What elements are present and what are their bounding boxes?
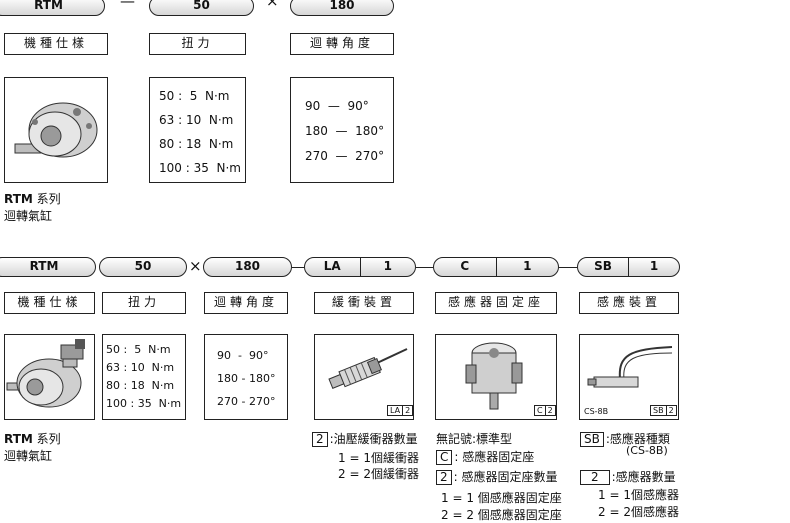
mount-note-line: 2 = 2 個感應器固定座 [441,508,562,522]
code-buffer: LA 1 [304,257,416,277]
caption-name: 迴轉氣缸 [4,209,53,223]
caption-series: RTM 系列 [4,432,61,446]
code-mount: C 1 [433,257,559,277]
angle-row: 270 — 270° [305,149,385,163]
mount-type-note: C: 感應器固定座 [436,448,534,465]
dash-separator: — [120,0,135,10]
product-image-box [4,334,95,420]
buffer-note-line: 2 = 2個緩衝器 [338,467,419,481]
code-buffer-qty: 1 [359,258,416,276]
connector-line [292,267,304,268]
code-mount-qty: 1 [495,258,559,276]
rotary-actuator-image [6,339,85,408]
torque-row: 50 : 5 N·m [106,343,171,356]
buffer-note-line: 1 = 1個緩衝器 [338,451,419,465]
angle-table-box: 90 - 90° 180 - 180° 270 - 270° [204,334,288,420]
code-sensor-type: SB [594,259,612,273]
code-mount-type: C [460,259,470,273]
label-buffer: 緩衝裝置 [314,292,414,314]
connector-line [416,267,433,268]
torque-row: 63 : 10 N·m [159,113,234,127]
torque-table-box: 50 : 5 N·m 63 : 10 N·m 80 : 18 N·m 100 :… [102,334,186,420]
sensor-model-note: (CS-8B) [626,444,668,457]
torque-row: 80 : 18 N·m [159,137,234,151]
torque-table-box: 50 : 5 N·m 63 : 10 N·m 80 : 18 N·m 100 :… [149,77,246,183]
code-torque: 50 [149,0,254,16]
connector-line [559,267,577,268]
angle-row: 90 - 90° [217,349,269,362]
code-buffer-type: LA [323,259,341,273]
code-torque: 50 [99,257,187,277]
angle-row: 90 — 90° [305,99,369,113]
label-mount: 感應器固定座 [435,292,557,314]
times-separator: × [189,257,202,275]
sensor-mount-image [465,342,523,410]
caption-series: RTM 系列 [4,192,61,206]
angle-row: 270 - 270° [217,395,276,408]
code-angle: 180 [290,0,394,16]
torque-row: 50 : 5 N·m [159,89,230,103]
torque-row: 63 : 10 N·m [106,361,175,374]
mount-qty-note: 2: 感應器固定座數量 [436,468,558,485]
mount-standard-note: 無記號:標準型 [436,432,513,446]
label-angle: 迴轉角度 [204,292,288,314]
label-torque: 扭力 [102,292,186,314]
sensor-model-label: CS-8B [584,407,609,416]
times-separator: × [266,0,279,10]
label-torque: 扭力 [149,33,246,55]
label-spec: 機種仕樣 [4,33,108,55]
angle-table-box: 90 — 90° 180 — 180° 270 — 270° [290,77,394,183]
code-sensor-qty: 1 [628,258,679,276]
label-angle: 迴轉角度 [290,33,394,55]
code-sensor: SB 1 [577,257,680,277]
angle-row: 180 — 180° [305,124,385,138]
label-spec: 機種仕樣 [4,292,95,314]
buffer-qty-note: 2:油壓緩衝器數量 [312,430,418,447]
angle-row: 180 - 180° [217,372,276,385]
sensor-qty-note: 2:感應器數量 [580,468,676,485]
mount-note-line: 1 = 1 個感應器固定座 [441,491,562,505]
sensor-note-line: 1 = 1個感應器 [598,488,679,502]
label-sensor: 感應裝置 [579,292,679,314]
product-image-box [4,77,108,183]
torque-row: 80 : 18 N·m [106,379,175,392]
code-series: RTM [0,0,105,16]
sensor-note-line: 2 = 2個感應器 [598,505,679,519]
torque-row: 100 : 35 N·m [159,161,241,175]
sensor-type-note: SB:感應器種類 [580,430,670,447]
torque-row: 100 : 35 N·m [106,397,182,410]
code-angle: 180 [203,257,292,277]
shock-absorber-image [328,348,408,389]
rotary-actuator-image [14,102,98,158]
code-series: RTM [0,257,96,277]
caption-name: 迴轉氣缸 [4,449,53,463]
sensor-switch-image [587,346,673,388]
